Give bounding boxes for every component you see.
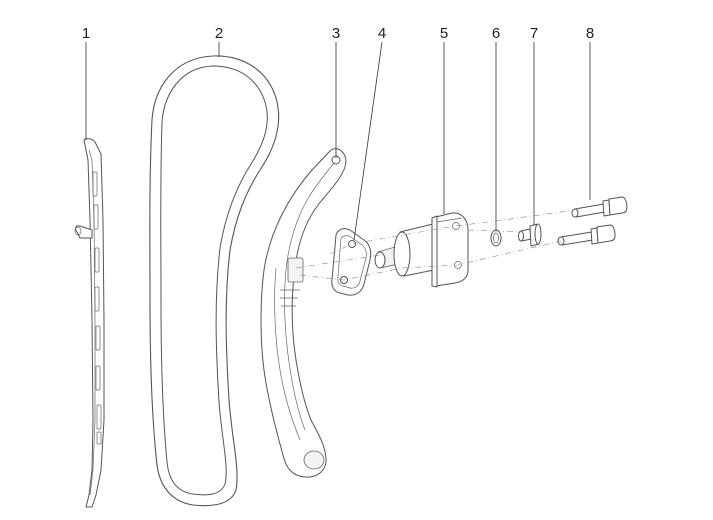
- label-part-6: 6: [492, 25, 500, 42]
- part-labels: 1 2 3 4 5 6 7 8: [82, 25, 594, 42]
- part-2-timing-chain: [149, 55, 280, 507]
- part-1-chain-guide: [74, 138, 105, 508]
- label-part-2: 2: [215, 25, 223, 42]
- part-8-bolts: [557, 196, 628, 246]
- label-part-7: 7: [530, 25, 538, 42]
- guide-slots: [92, 171, 102, 445]
- label-part-4: 4: [378, 25, 386, 42]
- label-part-1: 1: [82, 25, 90, 42]
- label-part-5: 5: [440, 25, 448, 42]
- part-5-tensioner-body: [374, 212, 469, 288]
- label-part-3: 3: [332, 25, 340, 42]
- part-3-tensioner-blade: [260, 148, 347, 478]
- label-part-8: 8: [586, 25, 594, 42]
- part-4-gasket: [331, 228, 372, 296]
- part-6-o-ring: [490, 229, 502, 247]
- leader-lines: [85, 41, 591, 241]
- assembly-axis-lines: [295, 209, 576, 281]
- part-7-plug: [518, 223, 542, 247]
